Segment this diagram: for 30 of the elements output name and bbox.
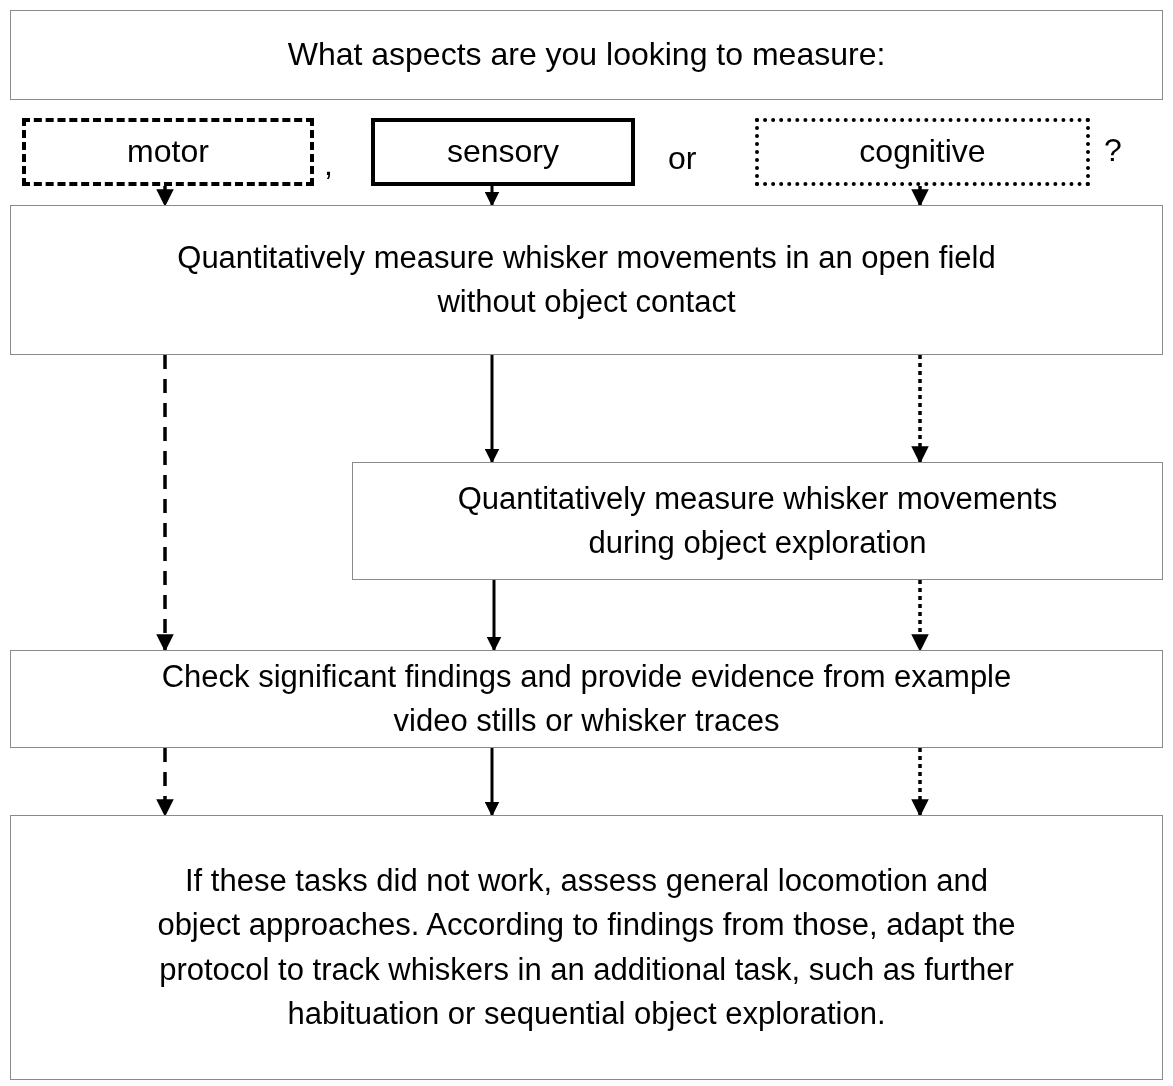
arrow xyxy=(156,186,174,207)
process-box xyxy=(22,118,314,186)
arrow xyxy=(484,186,500,207)
arrow xyxy=(486,580,502,652)
box-text: What aspects are you looking to measure: xyxy=(287,35,886,75)
process-box xyxy=(755,118,1090,186)
arrow xyxy=(911,580,929,652)
process-box xyxy=(10,815,1163,1080)
arrow xyxy=(911,186,929,207)
box-text: Quantitatively measure whisker movements during object exploration xyxy=(456,480,1059,562)
process-box xyxy=(371,118,635,186)
arrow xyxy=(484,748,500,817)
arrow xyxy=(156,355,174,652)
box-text: Quantitatively measure whisker movements in an open field without object contact xyxy=(176,239,997,321)
process-box xyxy=(352,462,1163,580)
box-text: cognitive xyxy=(859,132,986,172)
arrow xyxy=(911,748,929,817)
process-box xyxy=(10,205,1163,355)
box-text: If these tasks did not work, assess general locomotion and object approaches. According to findings from those, adapt the protocol to track whiskers in an additional task, such as further habituation or sequential object exploration. xyxy=(156,862,1017,1033)
connector-word: or xyxy=(668,142,697,174)
arrow xyxy=(156,748,174,817)
connector-word: , xyxy=(324,148,333,180)
process-box xyxy=(10,10,1163,100)
connector-word: ? xyxy=(1104,134,1122,166)
box-text: sensory xyxy=(446,132,559,172)
box-text: Check significant findings and provide evidence from example video stills or whisker traces xyxy=(160,658,1013,740)
box-text: motor xyxy=(127,132,209,172)
arrow xyxy=(484,355,500,464)
process-box xyxy=(10,650,1163,748)
arrow xyxy=(911,355,929,464)
